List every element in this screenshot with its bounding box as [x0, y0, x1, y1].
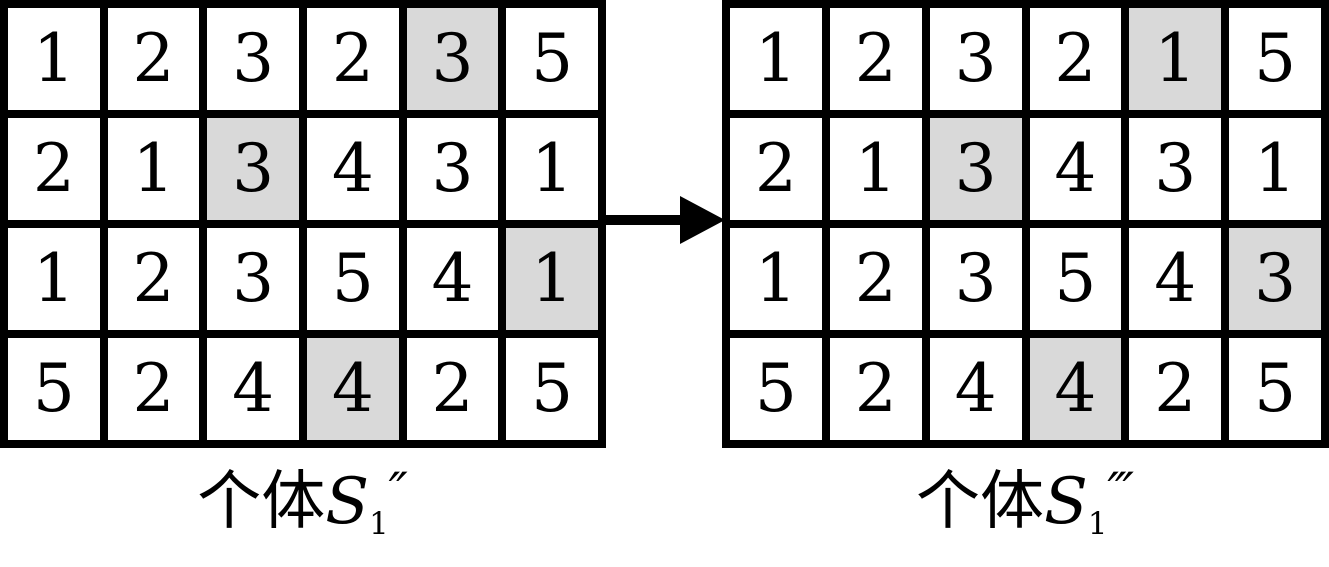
grid-cell: 4	[929, 338, 1022, 440]
grid-cell: 2	[1029, 8, 1122, 110]
grid-cell: 5	[1029, 228, 1122, 330]
grid-cell: 2	[107, 8, 200, 110]
grid-cell: 2	[107, 228, 200, 330]
grid-cell: 1	[730, 228, 822, 330]
grid-cell: 2	[306, 8, 399, 110]
grid-cell: 3	[207, 8, 299, 110]
grid-cell: 3	[929, 8, 1022, 110]
grid-cell: 2	[8, 118, 100, 220]
grid-cell: 2	[730, 118, 822, 220]
grid-cell: 3	[207, 228, 299, 330]
grid-cell: 3	[929, 228, 1022, 330]
grid-cell: 4	[1129, 228, 1222, 330]
grid-cell: 2	[829, 228, 922, 330]
grid-cell: 2	[1129, 338, 1222, 440]
grid-cell: 3	[406, 8, 499, 110]
grid-cell: 5	[506, 338, 598, 440]
grid-cell: 2	[829, 338, 922, 440]
grid-cell: 2	[829, 8, 922, 110]
grid-cell: 4	[1029, 338, 1122, 440]
grid-cell: 4	[1029, 118, 1122, 220]
left-label-prefix: 个体	[197, 465, 326, 539]
grid-cell: 4	[306, 118, 399, 220]
grid-cell: 1	[107, 118, 200, 220]
left-label-primes: ″	[388, 461, 409, 522]
grid-cell: 1	[506, 118, 598, 220]
grid-cell: 5	[306, 228, 399, 330]
left-label-symbol: S	[325, 465, 370, 539]
grid-cell: 5	[506, 8, 598, 110]
grid-cell: 5	[1229, 8, 1321, 110]
grid-cell: 1	[8, 8, 100, 110]
grid-cell: 1	[506, 228, 598, 330]
right-label-subscript: 1	[1087, 505, 1108, 542]
grid-cell: 5	[1229, 338, 1321, 440]
grid-cell: 3	[1229, 228, 1321, 330]
grid-cell: 4	[406, 228, 499, 330]
grid-cell: 3	[406, 118, 499, 220]
left-grid-label: 个体S1″	[0, 452, 606, 564]
grid-cell: 2	[107, 338, 200, 440]
right-label-primes: ‴	[1107, 461, 1136, 522]
grid-cell: 1	[1129, 8, 1222, 110]
grid-cell: 1	[829, 118, 922, 220]
grid-cell: 5	[8, 338, 100, 440]
right-grid-label: 个体S1‴	[722, 452, 1329, 564]
left-label-subscript: 1	[369, 505, 389, 542]
grid-cell: 4	[207, 338, 299, 440]
right-label-symbol: S	[1043, 465, 1088, 539]
grid-cell: 4	[306, 338, 399, 440]
grid-cell: 5	[730, 338, 822, 440]
right-arrow-icon	[598, 196, 725, 244]
grid-cell: 1	[1229, 118, 1321, 220]
grid-cell: 3	[1129, 118, 1222, 220]
right-label-prefix: 个体	[915, 465, 1044, 539]
grid-cell: 3	[207, 118, 299, 220]
grid-cell: 1	[8, 228, 100, 330]
grid-cell: 3	[929, 118, 1022, 220]
grid-cell: 2	[406, 338, 499, 440]
grid-cell: 1	[730, 8, 822, 110]
